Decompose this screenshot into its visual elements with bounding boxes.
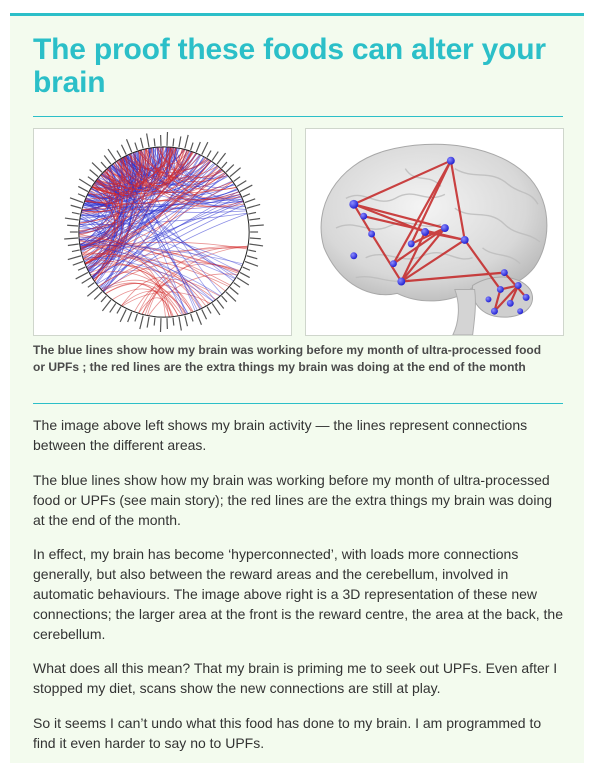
- connectivity-chord-diagram-image: [33, 128, 292, 336]
- body-paragraph-3: In effect, my brain has become ‘hypercon…: [33, 544, 563, 644]
- brain-3d-network-image: [305, 128, 564, 336]
- caption-divider: [33, 403, 563, 404]
- body-paragraph-1: The image above left shows my brain acti…: [33, 415, 563, 455]
- body-paragraph-5: So it seems I can’t undo what this food …: [33, 713, 563, 753]
- article-title: The proof these foods can alter your bra…: [33, 33, 553, 99]
- figure-caption: The blue lines show how my brain was wor…: [33, 342, 543, 376]
- body-paragraph-2: The blue lines show how my brain was wor…: [33, 470, 563, 530]
- chord-diagram-graphic: [34, 129, 291, 335]
- brain-render-graphic: [306, 129, 563, 335]
- body-paragraph-4: What does all this mean? That my brain i…: [33, 658, 563, 698]
- article-box: The proof these foods can alter your bra…: [10, 13, 584, 763]
- title-divider: [33, 116, 563, 117]
